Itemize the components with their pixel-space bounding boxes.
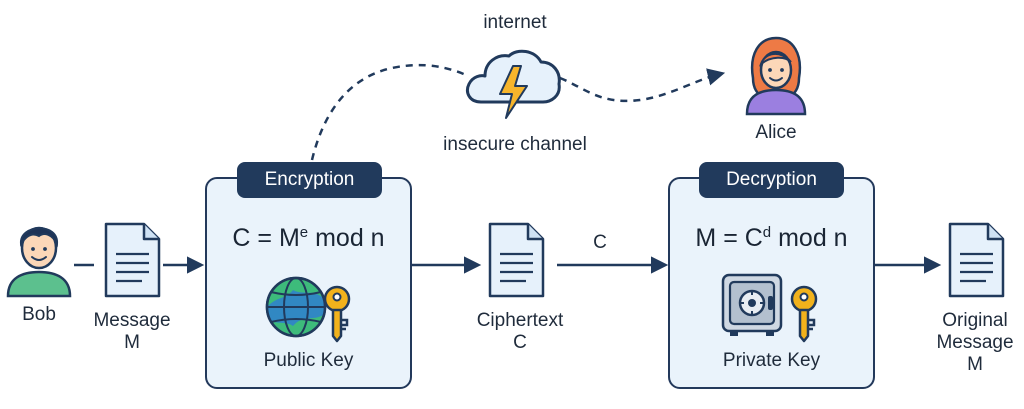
insecure-channel-path — [310, 65, 720, 161]
public-key-label: Public Key — [263, 350, 354, 371]
internet-label: internet — [483, 12, 547, 33]
encryption-formula-exponent: e — [299, 224, 309, 241]
alice-avatar-icon — [745, 36, 807, 116]
alice-label: Alice — [755, 122, 797, 143]
bob-label: Bob — [22, 304, 56, 325]
insecure-channel-label: insecure channel — [443, 134, 587, 155]
original-message-label: Original Message M — [926, 310, 1024, 376]
decryption-formula-exponent: d — [762, 224, 772, 241]
lightning-icon — [499, 65, 528, 119]
private-key-icon — [790, 285, 818, 343]
ciphertext-label-line1: Ciphertext — [476, 310, 564, 331]
ciphertext-label-line2: C — [513, 332, 527, 353]
encryption-formula-lhs: C = M — [232, 224, 300, 252]
encryption-title: Encryption — [237, 162, 382, 198]
globe-icon — [265, 276, 327, 338]
ciphertext-label: Ciphertext C — [456, 310, 584, 354]
encryption-box — [205, 177, 412, 389]
cloud-icon — [466, 49, 561, 119]
ciphertext-document-icon — [488, 222, 545, 298]
decryption-formula-rhs: mod n — [771, 224, 848, 252]
original-message-label-line3: M — [967, 354, 983, 375]
message-label: Message M — [78, 310, 186, 354]
original-message-label-line1: Original — [942, 310, 1008, 331]
bob-avatar-icon — [6, 226, 72, 298]
original-message-label-line2: Message — [936, 332, 1014, 353]
message-document-icon — [104, 222, 161, 298]
encryption-formula: C = Me mod n — [212, 224, 405, 253]
message-label-line2: M — [124, 332, 140, 353]
safe-icon — [721, 273, 783, 336]
message-label-line1: Message — [93, 310, 171, 331]
ciphertext-arrow-label: C — [593, 232, 607, 253]
encryption-formula-rhs: mod n — [308, 224, 385, 252]
original-message-document-icon — [948, 222, 1005, 298]
public-key-icon — [323, 285, 351, 343]
decryption-formula-lhs: M = C — [695, 224, 763, 252]
decryption-formula: M = Cd mod n — [675, 224, 868, 253]
decryption-title: Decryption — [699, 162, 844, 198]
private-key-label: Private Key — [722, 350, 821, 371]
